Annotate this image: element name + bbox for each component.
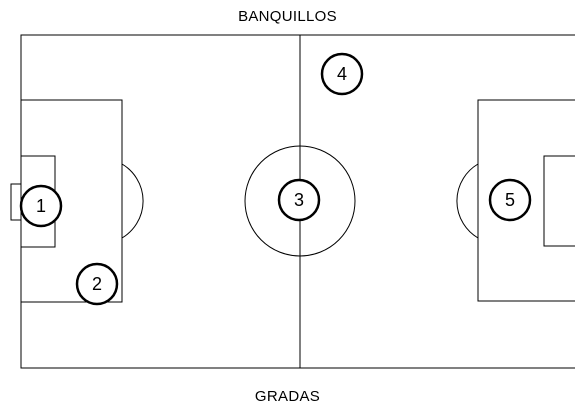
position-marker-4-label: 4: [337, 64, 347, 84]
stands-label: GRADAS: [254, 388, 321, 405]
right-penalty-arc: [456, 163, 479, 239]
position-marker-1: 1: [19, 184, 63, 228]
position-marker-5: 5: [488, 178, 532, 222]
bench-label: BANQUILLOS: [238, 8, 337, 25]
position-marker-2: 2: [75, 262, 119, 306]
left-penalty-arc: [121, 163, 144, 239]
position-marker-5-label: 5: [505, 190, 515, 210]
position-marker-1-label: 1: [36, 196, 46, 216]
right-goal-area: [543, 155, 575, 247]
position-marker-3: 3: [277, 178, 321, 222]
position-marker-3-label: 3: [294, 190, 304, 210]
left-goal: [10, 183, 22, 221]
position-marker-4: 4: [320, 52, 364, 96]
right-penalty-area: [477, 99, 575, 302]
position-marker-2-label: 2: [92, 274, 102, 294]
center-circle: [244, 145, 356, 257]
